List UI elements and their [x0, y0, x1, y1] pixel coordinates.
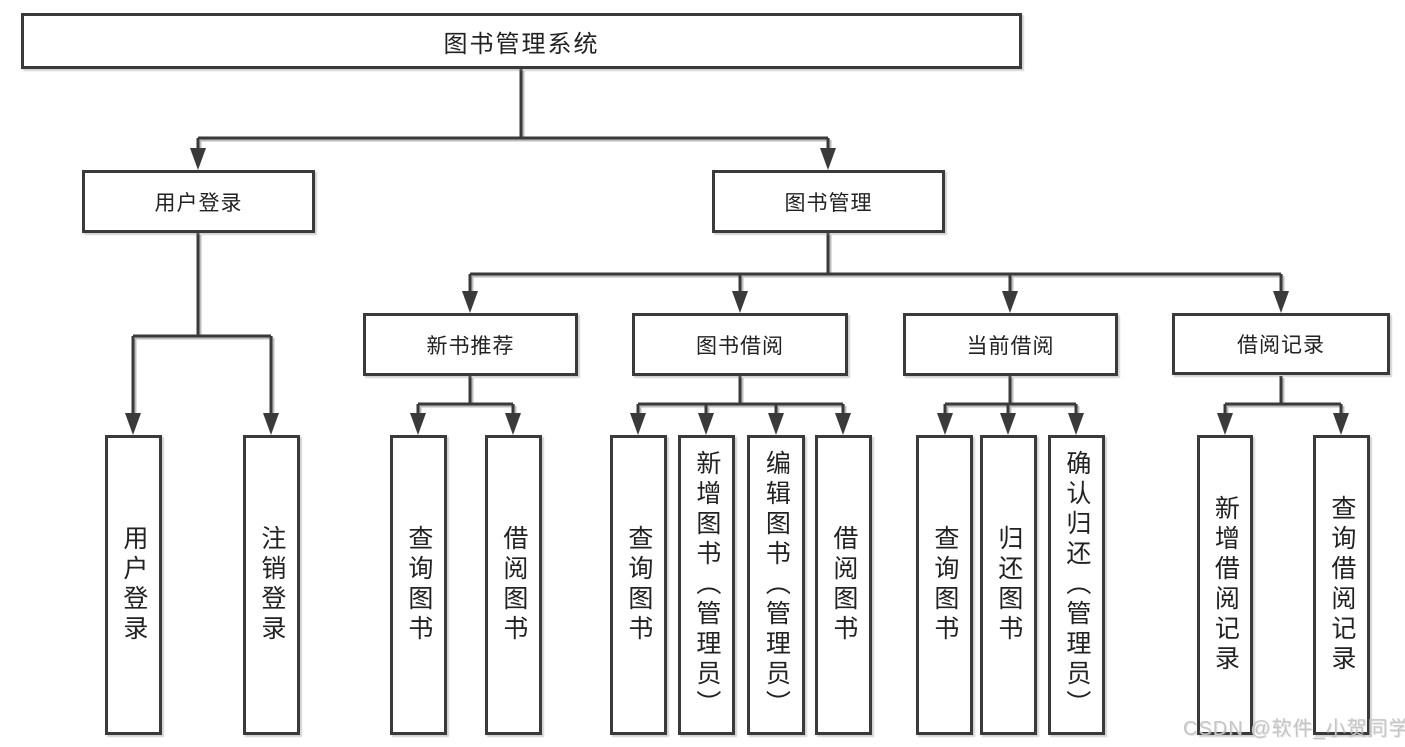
node-new-book-recommend: 新书推荐 — [363, 313, 578, 376]
leaf-label: 查询图书 — [624, 525, 653, 645]
leaf-label: 用户登录 — [119, 525, 148, 645]
node-borrowing-records: 借阅记录 — [1172, 313, 1390, 375]
node-library-system: 图书管理系统 — [21, 13, 1022, 69]
leaf-label: 新增图书（管理员） — [692, 450, 721, 720]
leaf-logout: 注销登录 — [243, 435, 300, 735]
leaf-edit-books-admin: 编辑图书（管理员） — [747, 435, 805, 735]
leaf-label: 归还图书 — [994, 525, 1023, 645]
leaf-label: 查询借阅记录 — [1327, 495, 1356, 675]
leaf-query-books-current: 查询图书 — [916, 435, 973, 735]
leaf-user-login: 用户登录 — [105, 435, 162, 735]
leaf-confirm-return-admin: 确认归还（管理员） — [1048, 435, 1105, 735]
leaf-add-books-admin: 新增图书（管理员） — [678, 435, 735, 735]
leaf-add-borrow-record: 新增借阅记录 — [1197, 435, 1253, 735]
node-book-borrowing: 图书借阅 — [632, 313, 848, 376]
leaf-query-books-recommend: 查询图书 — [390, 435, 447, 735]
leaf-label: 借阅图书 — [829, 525, 858, 645]
leaf-label: 注销登录 — [257, 525, 286, 645]
leaf-label: 编辑图书（管理员） — [762, 450, 791, 720]
leaf-return-books: 归还图书 — [980, 435, 1037, 735]
leaf-query-books-borrowing: 查询图书 — [610, 435, 667, 735]
leaf-borrow-books: 借阅图书 — [815, 435, 872, 735]
leaf-borrow-books-recommend: 借阅图书 — [485, 435, 542, 735]
node-current-borrowing: 当前借阅 — [903, 313, 1118, 376]
leaf-label: 确认归还（管理员） — [1062, 450, 1091, 720]
leaf-label: 查询图书 — [404, 525, 433, 645]
connector-path — [131, 69, 1343, 416]
arrowhead-icons — [125, 148, 1349, 435]
leaf-label: 借阅图书 — [499, 525, 528, 645]
leaf-label: 查询图书 — [930, 525, 959, 645]
leaf-query-borrow-record: 查询借阅记录 — [1313, 435, 1370, 735]
node-book-management: 图书管理 — [712, 170, 945, 233]
leaf-label: 新增借阅记录 — [1211, 495, 1240, 675]
node-user-login: 用户登录 — [82, 170, 315, 233]
connector-shadow — [133, 71, 1345, 418]
